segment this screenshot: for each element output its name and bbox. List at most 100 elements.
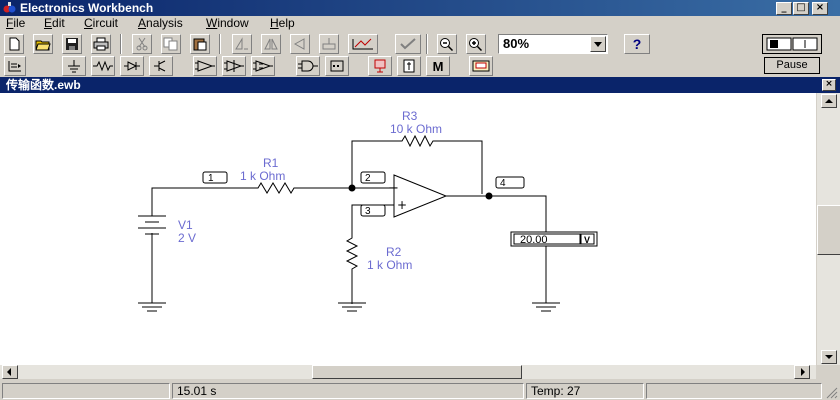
scroll-down-button[interactable] (821, 350, 837, 364)
node-tag-4[interactable] (495, 176, 525, 189)
menu-help[interactable]: Help (270, 16, 295, 32)
parts-bin-analog-ics[interactable] (193, 56, 217, 76)
scissors-icon (136, 37, 148, 51)
r3-name: R3 (402, 109, 418, 123)
pause-button[interactable]: Pause (764, 57, 820, 74)
maximize-button[interactable]: □ (793, 2, 809, 15)
vertical-scroll-thumb[interactable] (817, 205, 840, 255)
flip-vertical-button[interactable] (290, 34, 310, 54)
copy-button[interactable] (161, 34, 181, 54)
toolbar-separator (219, 34, 221, 54)
status-bar: 15.01 s Temp: 27 (0, 381, 840, 400)
menu-edit[interactable]: Edit (44, 16, 65, 32)
zoom-in-icon (469, 38, 483, 51)
menu-circuit-mnemonic: C (84, 16, 93, 30)
menu-file-label: ile (13, 16, 26, 30)
opamp-plus-sign: + (397, 198, 407, 212)
power-switch-icon (766, 37, 818, 51)
new-button[interactable] (4, 34, 24, 54)
parts-bin-instruments[interactable] (469, 56, 493, 76)
open-button[interactable] (33, 34, 53, 54)
junction-dot (348, 184, 356, 192)
battery-v1 (138, 215, 166, 235)
favorites-bin-icon (8, 61, 21, 72)
close-button[interactable]: × (812, 2, 828, 15)
r3-value: 10 k Ohm (390, 122, 442, 136)
vertical-scrollbar[interactable] (816, 93, 840, 365)
minimize-button[interactable]: _ (776, 2, 792, 15)
menu-edit-mnemonic: E (44, 16, 53, 30)
parts-bin-miscellaneous[interactable]: M (426, 56, 450, 76)
rotate-icon (235, 37, 248, 50)
resistor-bin-icon (93, 60, 113, 72)
cut-button[interactable] (132, 34, 152, 54)
menu-edit-label: dit (52, 16, 65, 30)
node-tag-2[interactable] (360, 171, 386, 184)
parts-bin-mixed-ics[interactable] (222, 56, 246, 76)
resistor-r3 (351, 134, 483, 194)
resistor-r1 (230, 182, 354, 194)
zoom-dropdown-button[interactable] (590, 36, 606, 52)
voltmeter[interactable] (510, 231, 598, 247)
wire-v1-r1 (151, 187, 230, 210)
voltmeter-unit: V (584, 235, 590, 245)
horizontal-scrollbar[interactable] (0, 365, 816, 379)
create-subcircuit-button[interactable] (348, 34, 378, 54)
chevron-right-icon (801, 368, 805, 376)
menu-bar: File Edit Circuit Analysis Window Help (0, 16, 840, 32)
node-label-1: 1 (208, 173, 214, 184)
open-folder-icon (35, 40, 51, 51)
menu-analysis[interactable]: Analysis (138, 16, 183, 32)
analysis-graphs-button[interactable] (395, 34, 421, 54)
paste-button[interactable] (190, 34, 210, 54)
menu-file[interactable]: File (6, 16, 25, 32)
parts-bin-digital[interactable] (325, 56, 349, 76)
parts-bin-favorites[interactable] (4, 56, 26, 76)
title-bar: Electronics Workbench _ □ × (0, 0, 840, 16)
parts-bin-transistors[interactable] (149, 56, 173, 76)
parts-bin-logic-gates[interactable] (296, 56, 320, 76)
logic-gate-icon (298, 60, 318, 72)
zoom-out-button[interactable] (437, 34, 457, 54)
zoom-in-button[interactable] (466, 34, 486, 54)
ground-symbol (532, 302, 560, 312)
power-switch[interactable] (762, 34, 822, 54)
status-pane-temp: Temp: 27 (526, 383, 644, 399)
parts-bin-diodes[interactable] (120, 56, 144, 76)
parts-bin-digital-ics[interactable] (251, 56, 275, 76)
resize-grip-icon[interactable] (824, 385, 838, 399)
paste-clipboard-icon (193, 38, 207, 51)
scroll-right-button[interactable] (794, 365, 810, 379)
node-tag-1[interactable] (202, 171, 228, 184)
voltmeter-unit-box (580, 233, 595, 245)
node-label-2: 2 (365, 173, 371, 184)
diode-bin-icon (124, 61, 140, 71)
app-title: Electronics Workbench (20, 1, 154, 15)
menu-analysis-mnemonic: A (138, 16, 147, 30)
horizontal-scroll-thumb[interactable] (312, 365, 522, 379)
scroll-up-button[interactable] (821, 94, 837, 108)
help-button[interactable]: ? (624, 34, 650, 54)
parts-bin-controls[interactable] (397, 56, 421, 76)
parts-bin-indicators[interactable] (368, 56, 392, 76)
voltmeter-reading: 20.00 (520, 234, 548, 246)
scroll-left-button[interactable] (2, 365, 18, 379)
parts-bin-sources[interactable] (62, 56, 86, 76)
menu-window[interactable]: Window (206, 16, 249, 32)
print-button[interactable] (91, 34, 111, 54)
document-close-button[interactable]: × (822, 79, 836, 91)
flip-horizontal-button[interactable] (261, 34, 281, 54)
menu-circuit-label: ircuit (92, 16, 119, 30)
zoom-select[interactable]: 80% (498, 34, 608, 54)
r2-value: 1 k Ohm (367, 258, 412, 272)
controls-icon (403, 59, 415, 73)
save-button[interactable] (62, 34, 82, 54)
circuit-canvas[interactable]: − + R1 1 k Ohm R3 10 k Ohm R2 1 k Ohm V1… (0, 93, 816, 365)
node-label-4: 4 (500, 178, 506, 189)
component-properties-button[interactable] (319, 34, 339, 54)
parts-bin-basic[interactable] (91, 56, 115, 76)
rotate-button[interactable] (232, 34, 252, 54)
node-tag-3[interactable] (360, 204, 386, 217)
menu-circuit[interactable]: Circuit (84, 16, 118, 32)
zoom-out-icon (440, 38, 454, 51)
